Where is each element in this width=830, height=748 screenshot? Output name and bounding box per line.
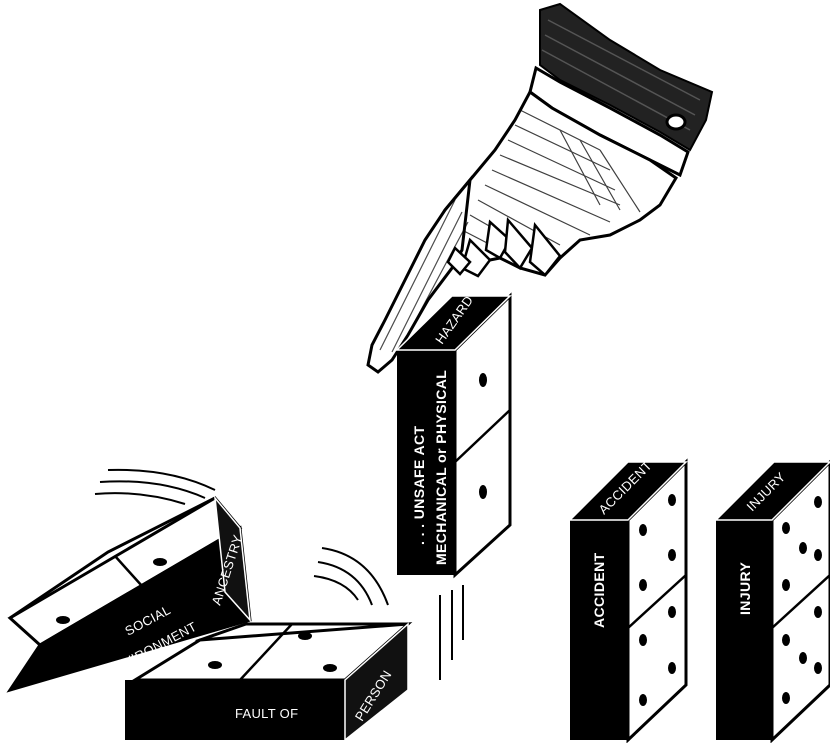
pip (814, 606, 822, 618)
pip (639, 694, 647, 706)
pip (799, 542, 807, 554)
pip (668, 494, 676, 506)
pip (782, 579, 790, 591)
pip (323, 664, 337, 672)
label-mechanical-physical: MECHANICAL or PHYSICAL (433, 370, 449, 565)
motion-lines (95, 470, 215, 504)
pip (814, 662, 822, 674)
pip (298, 632, 312, 640)
domino-hazard: . . . UNSAFE ACT MECHANICAL or PHYSICAL … (397, 293, 510, 680)
label-injury-side: INJURY (737, 562, 753, 615)
pip (668, 549, 676, 561)
pip (639, 634, 647, 646)
pip (208, 661, 222, 669)
pip (782, 634, 790, 646)
label-accident-side: ACCIDENT (591, 552, 607, 628)
pip (479, 373, 487, 387)
pip (668, 606, 676, 618)
pip (799, 652, 807, 664)
motion-lines (440, 585, 463, 680)
pip (479, 485, 487, 499)
domino-accident: ACCIDENT ACCIDENT (570, 458, 686, 740)
pip (814, 496, 822, 508)
pip (639, 524, 647, 536)
pip (668, 662, 676, 674)
label-fault-of: FAULT OF (235, 706, 298, 721)
pointing-hand-icon (368, 4, 712, 372)
label-unsafe-act: . . . UNSAFE ACT (411, 426, 427, 545)
pip (782, 522, 790, 534)
pip (639, 579, 647, 591)
motion-lines (314, 548, 388, 605)
pip (153, 558, 167, 566)
pip (814, 549, 822, 561)
domino-injury: INJURY INJURY (716, 462, 830, 740)
pip (56, 616, 70, 624)
injury-side (716, 520, 772, 740)
pip (782, 692, 790, 704)
